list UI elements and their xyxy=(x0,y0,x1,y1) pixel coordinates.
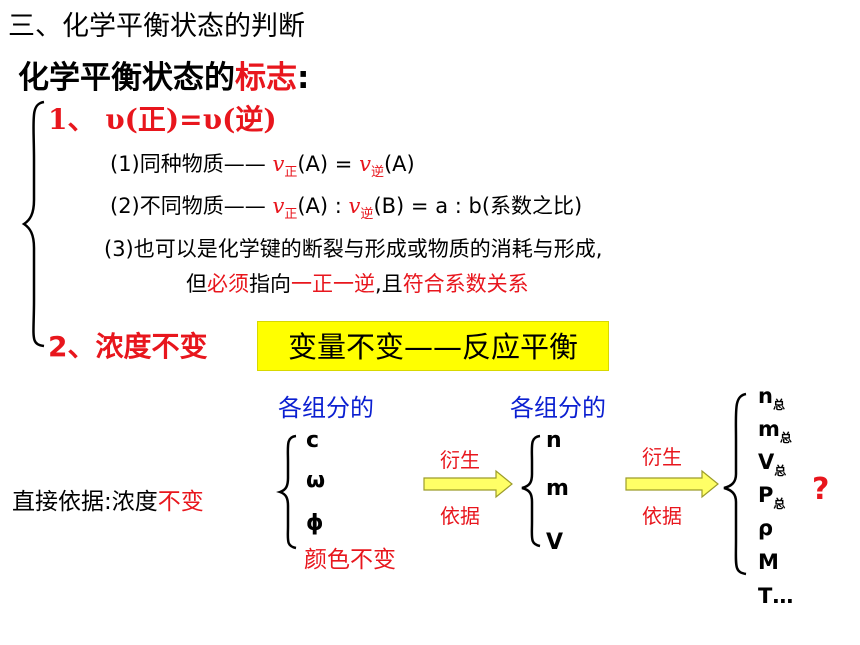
text: ,且 xyxy=(375,272,403,296)
species-a: (A) xyxy=(383,152,415,176)
volume-symbol: V xyxy=(546,530,564,555)
direct-basis-prefix: 直接依据:浓度 xyxy=(12,489,158,515)
subscript: 总 xyxy=(773,497,786,511)
forward-label: (正) xyxy=(124,103,180,136)
derive-arrow-2 xyxy=(625,469,719,499)
forward-subscript: 正 xyxy=(284,207,298,222)
v-symbol: v xyxy=(359,152,371,176)
symbol: V xyxy=(758,450,775,474)
reverse-subscript: 逆 xyxy=(360,207,374,222)
rate-symbol-reverse: υ xyxy=(202,103,223,136)
coefficient-ratio: a : b xyxy=(435,194,482,218)
temperature-symbol: T… xyxy=(758,584,794,608)
volume-fraction-symbol: ϕ xyxy=(306,511,324,536)
main-brace xyxy=(21,100,45,348)
main-title: 化学平衡状态的标志: xyxy=(18,52,309,97)
criterion-1-number: 1、 xyxy=(48,103,96,136)
equals-sign: = xyxy=(179,103,203,136)
subscript: 总 xyxy=(772,398,785,412)
reverse-subscript: 逆 xyxy=(370,165,384,180)
rate-symbol-forward: υ xyxy=(105,103,125,136)
equals-sign: = xyxy=(410,194,429,218)
main-title-suffix: : xyxy=(297,60,310,96)
v-symbol: v xyxy=(272,194,285,218)
criterion-1: 1、 υ(正)=υ(逆) xyxy=(48,98,277,138)
total-pressure: P总 xyxy=(758,483,785,512)
sub-point-2: (2)不同物质—— v正(A) : v逆(B) = a : b(系数之比) xyxy=(110,190,582,222)
main-title-prefix: 化学平衡状态的 xyxy=(18,60,235,96)
arrow-2-bottom-label: 依据 xyxy=(642,504,682,528)
arrow-1-top-label: 衍生 xyxy=(440,448,480,472)
question-mark: ? xyxy=(812,472,830,507)
emphasis-coefficient-relation: 符合系数关系 xyxy=(402,272,529,296)
species-b: (B) xyxy=(373,194,405,218)
arrow-2-top-label: 衍生 xyxy=(642,445,682,469)
group1-brace xyxy=(276,434,297,550)
emphasis-one-forward-one-reverse: 一正一逆 xyxy=(291,272,375,296)
colon: : xyxy=(334,194,342,218)
moles-symbol: n xyxy=(546,428,562,453)
symbol: n xyxy=(758,384,773,408)
symbol: P xyxy=(758,483,774,507)
derive-arrow-1 xyxy=(423,469,513,499)
v-symbol: v xyxy=(348,194,361,218)
total-moles: n总 xyxy=(758,384,785,413)
equals-sign: = xyxy=(334,152,353,176)
species-a: (A) xyxy=(297,194,329,218)
text: 指向 xyxy=(249,272,291,296)
criterion-2: 2、浓度不变 xyxy=(48,330,208,363)
sub-point-2-label: (2)不同物质—— xyxy=(110,194,266,218)
arrow-1-bottom-label: 依据 xyxy=(440,504,480,528)
ratio-note: (系数之比) xyxy=(481,194,583,218)
direct-basis-highlight: 不变 xyxy=(157,489,204,515)
section-title: 三、化学平衡状态的判断 xyxy=(8,11,305,42)
group2-brace xyxy=(521,434,541,548)
subscript: 总 xyxy=(774,464,787,478)
direct-basis-label: 直接依据:浓度不变 xyxy=(12,482,204,516)
subscript: 总 xyxy=(779,431,792,445)
v-symbol: v xyxy=(272,152,285,176)
forward-subscript: 正 xyxy=(284,165,298,180)
text: 但 xyxy=(186,272,207,296)
group3-brace xyxy=(723,392,747,576)
density-symbol: ρ xyxy=(758,516,774,540)
main-title-highlight: 标志 xyxy=(235,60,297,96)
color-unchanged: 颜色不变 xyxy=(304,547,396,573)
sub-point-3-line-2: 但必须指向一正一逆,且符合系数关系 xyxy=(186,268,529,298)
sub-point-1: (1)同种物质—— v正(A) = v逆(A) xyxy=(110,148,415,180)
total-volume: V总 xyxy=(758,450,786,479)
emphasis-must: 必须 xyxy=(207,272,249,296)
concentration-symbol: c xyxy=(306,428,320,453)
sub-point-3-line-1: (3)也可以是化学键的断裂与形成或物质的消耗与形成, xyxy=(104,237,603,261)
group-header-2: 各组分的 xyxy=(510,394,606,422)
mass-symbol: m xyxy=(546,476,569,501)
mass-fraction-symbol: ω xyxy=(306,468,326,493)
reverse-label: (逆) xyxy=(222,103,277,136)
symbol: m xyxy=(758,417,780,441)
species-a: (A) xyxy=(297,152,329,176)
total-mass: m总 xyxy=(758,417,792,446)
key-conclusion-box: 变量不变——反应平衡 xyxy=(257,321,609,371)
molar-mass-symbol: M xyxy=(758,550,779,574)
group-header-1: 各组分的 xyxy=(278,394,374,422)
sub-point-1-label: (1)同种物质—— xyxy=(110,152,266,176)
